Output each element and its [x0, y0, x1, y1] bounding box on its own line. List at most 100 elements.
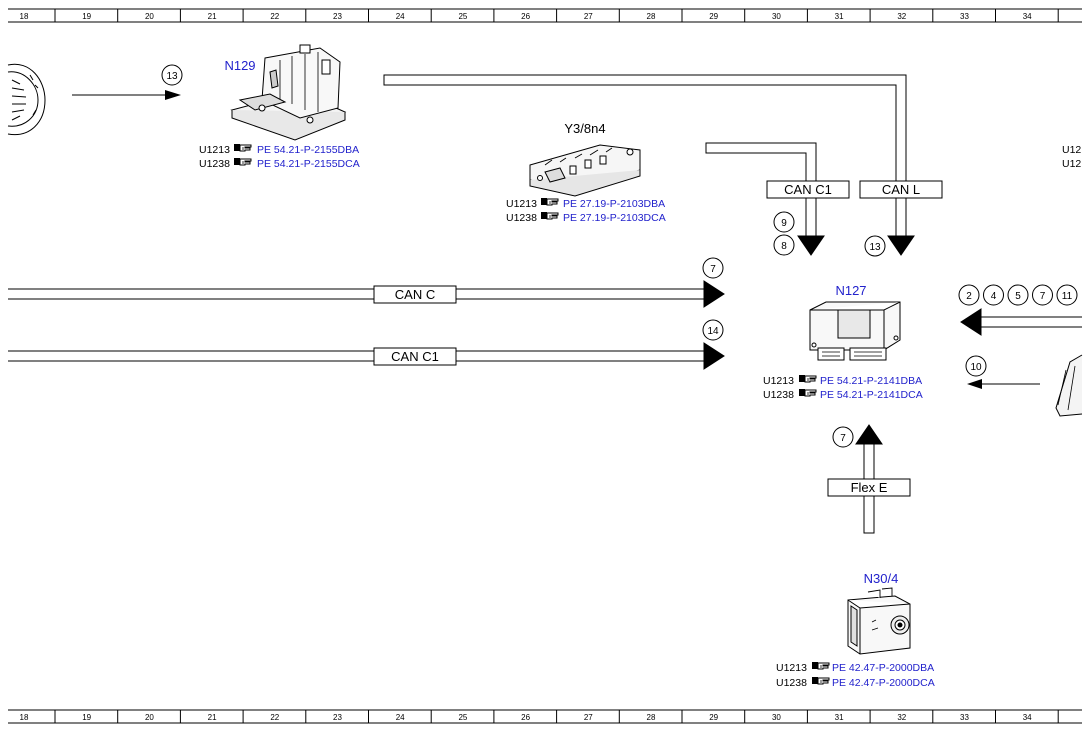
top-ruler-label: 21 — [208, 12, 217, 21]
component-label-y3-8n4: Y3/8n4 — [564, 121, 605, 136]
top-ruler-label: 34 — [1023, 12, 1032, 21]
partial-component-right — [1055, 354, 1083, 417]
circle-marker-11: 11 — [1056, 284, 1078, 306]
svg-text:7: 7 — [710, 264, 716, 275]
bus-can-l — [383, 74, 915, 256]
bottom-ruler-label: 25 — [458, 713, 467, 722]
circle-marker-7: 7 — [1032, 284, 1053, 306]
signal-arrow-to-n129 — [72, 90, 181, 100]
svg-text:U12: U12 — [1062, 144, 1081, 156]
bottom-ruler-label: 28 — [647, 713, 656, 722]
n127-ref-link-1[interactable]: PE 54.21-P-2141DBA — [820, 375, 922, 387]
circle-marker-13-left: 13 — [161, 64, 183, 86]
n30-4-refs: U1213 PE 42.47-P-2000DBA U1238 PE 42.47-… — [776, 661, 935, 689]
svg-text:11: 11 — [1062, 291, 1073, 302]
circle-marker-9: 9 — [773, 211, 795, 233]
bottom-ruler-label: 29 — [709, 713, 718, 722]
document-reference-icon — [233, 143, 252, 152]
circle-marker-2: 2 — [958, 284, 980, 306]
top-ruler-label: 28 — [647, 12, 656, 21]
circle-marker-4: 4 — [983, 284, 1004, 306]
n129-ref-link-2[interactable]: PE 54.21-P-2155DCA — [257, 158, 360, 170]
svg-text:U1238: U1238 — [506, 212, 537, 224]
component-label-n30-4: N30/4 — [864, 571, 899, 586]
svg-text:14: 14 — [707, 326, 719, 337]
n129-ref-link-1[interactable]: PE 54.21-P-2155DBA — [257, 144, 359, 156]
bottom-ruler-label: 31 — [835, 713, 844, 722]
n127-icon — [809, 301, 901, 361]
top-ruler-label: 33 — [960, 12, 969, 21]
svg-text:4: 4 — [991, 291, 997, 302]
n129-icon — [230, 44, 347, 141]
n30-4-ref-link-2[interactable]: PE 42.47-P-2000DCA — [832, 677, 935, 689]
n127-ref-link-2[interactable]: PE 54.21-P-2141DCA — [820, 389, 923, 401]
bottom-ruler-label: 23 — [333, 713, 342, 722]
top-ruler-label: 29 — [709, 12, 718, 21]
bottom-ruler-label: 24 — [396, 713, 405, 722]
circle-marker-7-can-c: 7 — [702, 257, 724, 279]
svg-text:U1213: U1213 — [199, 144, 230, 156]
svg-text:U1238: U1238 — [199, 158, 230, 170]
top-ruler-label: 23 — [333, 12, 342, 21]
bottom-ruler-label: 22 — [270, 713, 279, 722]
top-ruler-label: 30 — [772, 12, 781, 21]
bus-right-incoming — [960, 308, 1082, 336]
y3-8n4-ref-link-2[interactable]: PE 27.19-P-2103DCA — [563, 212, 666, 224]
n30-4-icon — [847, 587, 911, 655]
bottom-ruler-label: 27 — [584, 713, 593, 722]
top-ruler-label: 27 — [584, 12, 593, 21]
circle-marker-5: 5 — [1007, 284, 1029, 306]
svg-text:13: 13 — [166, 71, 178, 82]
svg-text:U1238: U1238 — [776, 677, 807, 689]
document-reference-icon — [811, 661, 830, 670]
bus-label-can-l: CAN L — [882, 182, 920, 197]
top-ruler-label: 20 — [145, 12, 154, 21]
y3-8n4-ref-link-1[interactable]: PE 27.19-P-2103DBA — [563, 198, 665, 210]
bottom-ruler-label: 26 — [521, 713, 530, 722]
bus-label-box — [859, 180, 943, 199]
circle-marker-13-can-l: 13 — [864, 235, 886, 257]
svg-text:U1213: U1213 — [506, 198, 537, 210]
n30-4-ref-link-1[interactable]: PE 42.47-P-2000DBA — [832, 662, 934, 674]
svg-text:13: 13 — [869, 242, 881, 253]
top-ruler-label: 31 — [835, 12, 844, 21]
top-ruler-label: 19 — [82, 12, 91, 21]
circle-marker-7-flex-e: 7 — [832, 426, 854, 448]
bottom-ruler-label: 34 — [1023, 713, 1032, 722]
svg-text:7: 7 — [1040, 291, 1046, 302]
n129-refs: U1213 PE 54.21-P-2155DBA U1238 PE 54.21-… — [199, 143, 360, 170]
top-ruler-label: 32 — [897, 12, 906, 21]
bottom-ruler-label: 20 — [145, 713, 154, 722]
bus-label-can-c1-top: CAN C1 — [784, 182, 832, 197]
partial-component-left — [7, 63, 46, 136]
top-ruler-label: 22 — [270, 12, 279, 21]
svg-text:U1213: U1213 — [763, 375, 794, 387]
document-reference-icon — [540, 197, 559, 206]
y3-8n4-icon — [529, 144, 641, 197]
component-label-n129: N129 — [224, 58, 255, 73]
top-ruler-label: 24 — [396, 12, 405, 21]
svg-text:7: 7 — [840, 433, 846, 444]
circle-marker-14: 14 — [702, 319, 724, 341]
bus-can-c — [8, 280, 725, 308]
right-edge-refs: U12 U12 — [1062, 144, 1081, 170]
y3-8n4-refs: U1213 PE 27.19-P-2103DBA U1238 PE 27.19-… — [506, 197, 666, 224]
circle-marker-8: 8 — [773, 234, 795, 256]
document-reference-icon — [233, 157, 252, 166]
svg-text:U12: U12 — [1062, 158, 1081, 170]
bottom-ruler-label: 18 — [20, 713, 29, 722]
n127-refs: U1213 PE 54.21-P-2141DBA U1238 PE 54.21-… — [763, 374, 923, 401]
bus-label-can-c: CAN C — [395, 287, 435, 302]
svg-text:10: 10 — [970, 362, 982, 373]
svg-text:8: 8 — [781, 241, 787, 252]
bottom-ruler-label: 33 — [960, 713, 969, 722]
document-reference-icon — [798, 388, 817, 397]
circle-marker-10: 10 — [965, 355, 987, 377]
top-ruler-label: 26 — [521, 12, 530, 21]
top-ruler-label: 25 — [458, 12, 467, 21]
svg-text:5: 5 — [1015, 291, 1021, 302]
